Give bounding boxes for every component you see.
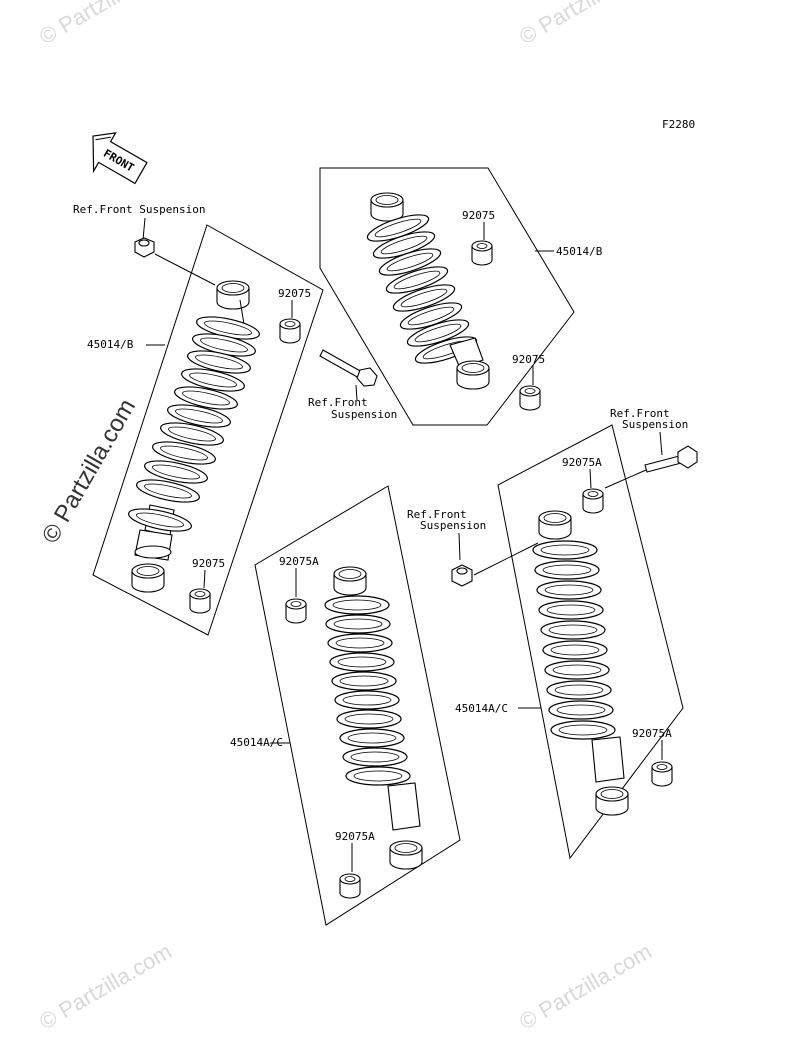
watermark: © Partzilla.com [35,939,176,1035]
bushing-92075 [279,318,301,344]
ref-suspension-label: Suspension [622,418,688,431]
bushing-92075a [651,761,673,787]
shock-absorber-45014b-right [364,192,490,390]
bushing-92075 [519,385,541,411]
bushing-92075a [339,873,361,899]
bushing-92075a [582,488,604,514]
part-number-45014b: 45014/B [87,338,134,351]
shock-absorber-panel-left: Ref.Front Suspension [73,203,397,636]
front-direction-arrow: FRONT [92,132,148,185]
ref-suspension-label: Suspension [420,519,486,532]
figure-code: F2280 [662,118,695,131]
part-number-92075: 92075 [278,287,311,300]
bushing-92075a [285,598,307,624]
ref-suspension-label: Suspension [331,408,397,421]
part-number-92075: 92075 [192,557,225,570]
bolt [644,445,698,473]
panel-outline [497,424,684,860]
shock-absorber-panel-bottom-center: 92075A 45014A/C 92075A [230,485,461,926]
part-number-45014ac: 45014A/C [230,736,283,749]
part-number-92075a: 92075A [632,727,672,740]
watermark: © Partzilla.com [515,939,656,1035]
bushing-92075 [189,588,211,614]
panel-outline [319,167,575,426]
bolt [319,349,378,387]
part-number-92075a: 92075A [279,555,319,568]
bushing-92075 [471,240,493,266]
part-number-92075: 92075 [512,353,545,366]
nut [451,564,473,587]
nut [134,237,155,258]
part-number-92075: 92075 [462,209,495,222]
part-number-45014ac: 45014A/C [455,702,508,715]
shock-absorber-panel-right: Ref.Front Suspension Ref.Front Suspensio… [407,407,698,860]
shock-absorber-45014ac-center [324,566,423,870]
watermark-center: © Partzilla.com [37,394,141,548]
watermark: © Partzilla.com [515,0,656,49]
part-number-92075a: 92075A [562,456,602,469]
ref-front-label: Ref.Front [308,396,368,409]
part-number-45014b: 45014/B [556,245,603,258]
watermark: © Partzilla.com [35,0,176,49]
shock-absorber-panel-upper-right: 92075 45014/B 92075 [319,167,603,426]
ref-front-label: Ref.Front [407,508,467,521]
ref-front-suspension-label: Ref.Front Suspension [73,203,205,216]
shock-absorber-45014b-left [126,280,262,593]
shock-absorber-45014ac-right [532,510,629,816]
panel-outline [254,485,461,926]
part-number-92075a: 92075A [335,830,375,843]
ref-front-label: Ref.Front [610,407,670,420]
panel-outline [92,224,324,636]
